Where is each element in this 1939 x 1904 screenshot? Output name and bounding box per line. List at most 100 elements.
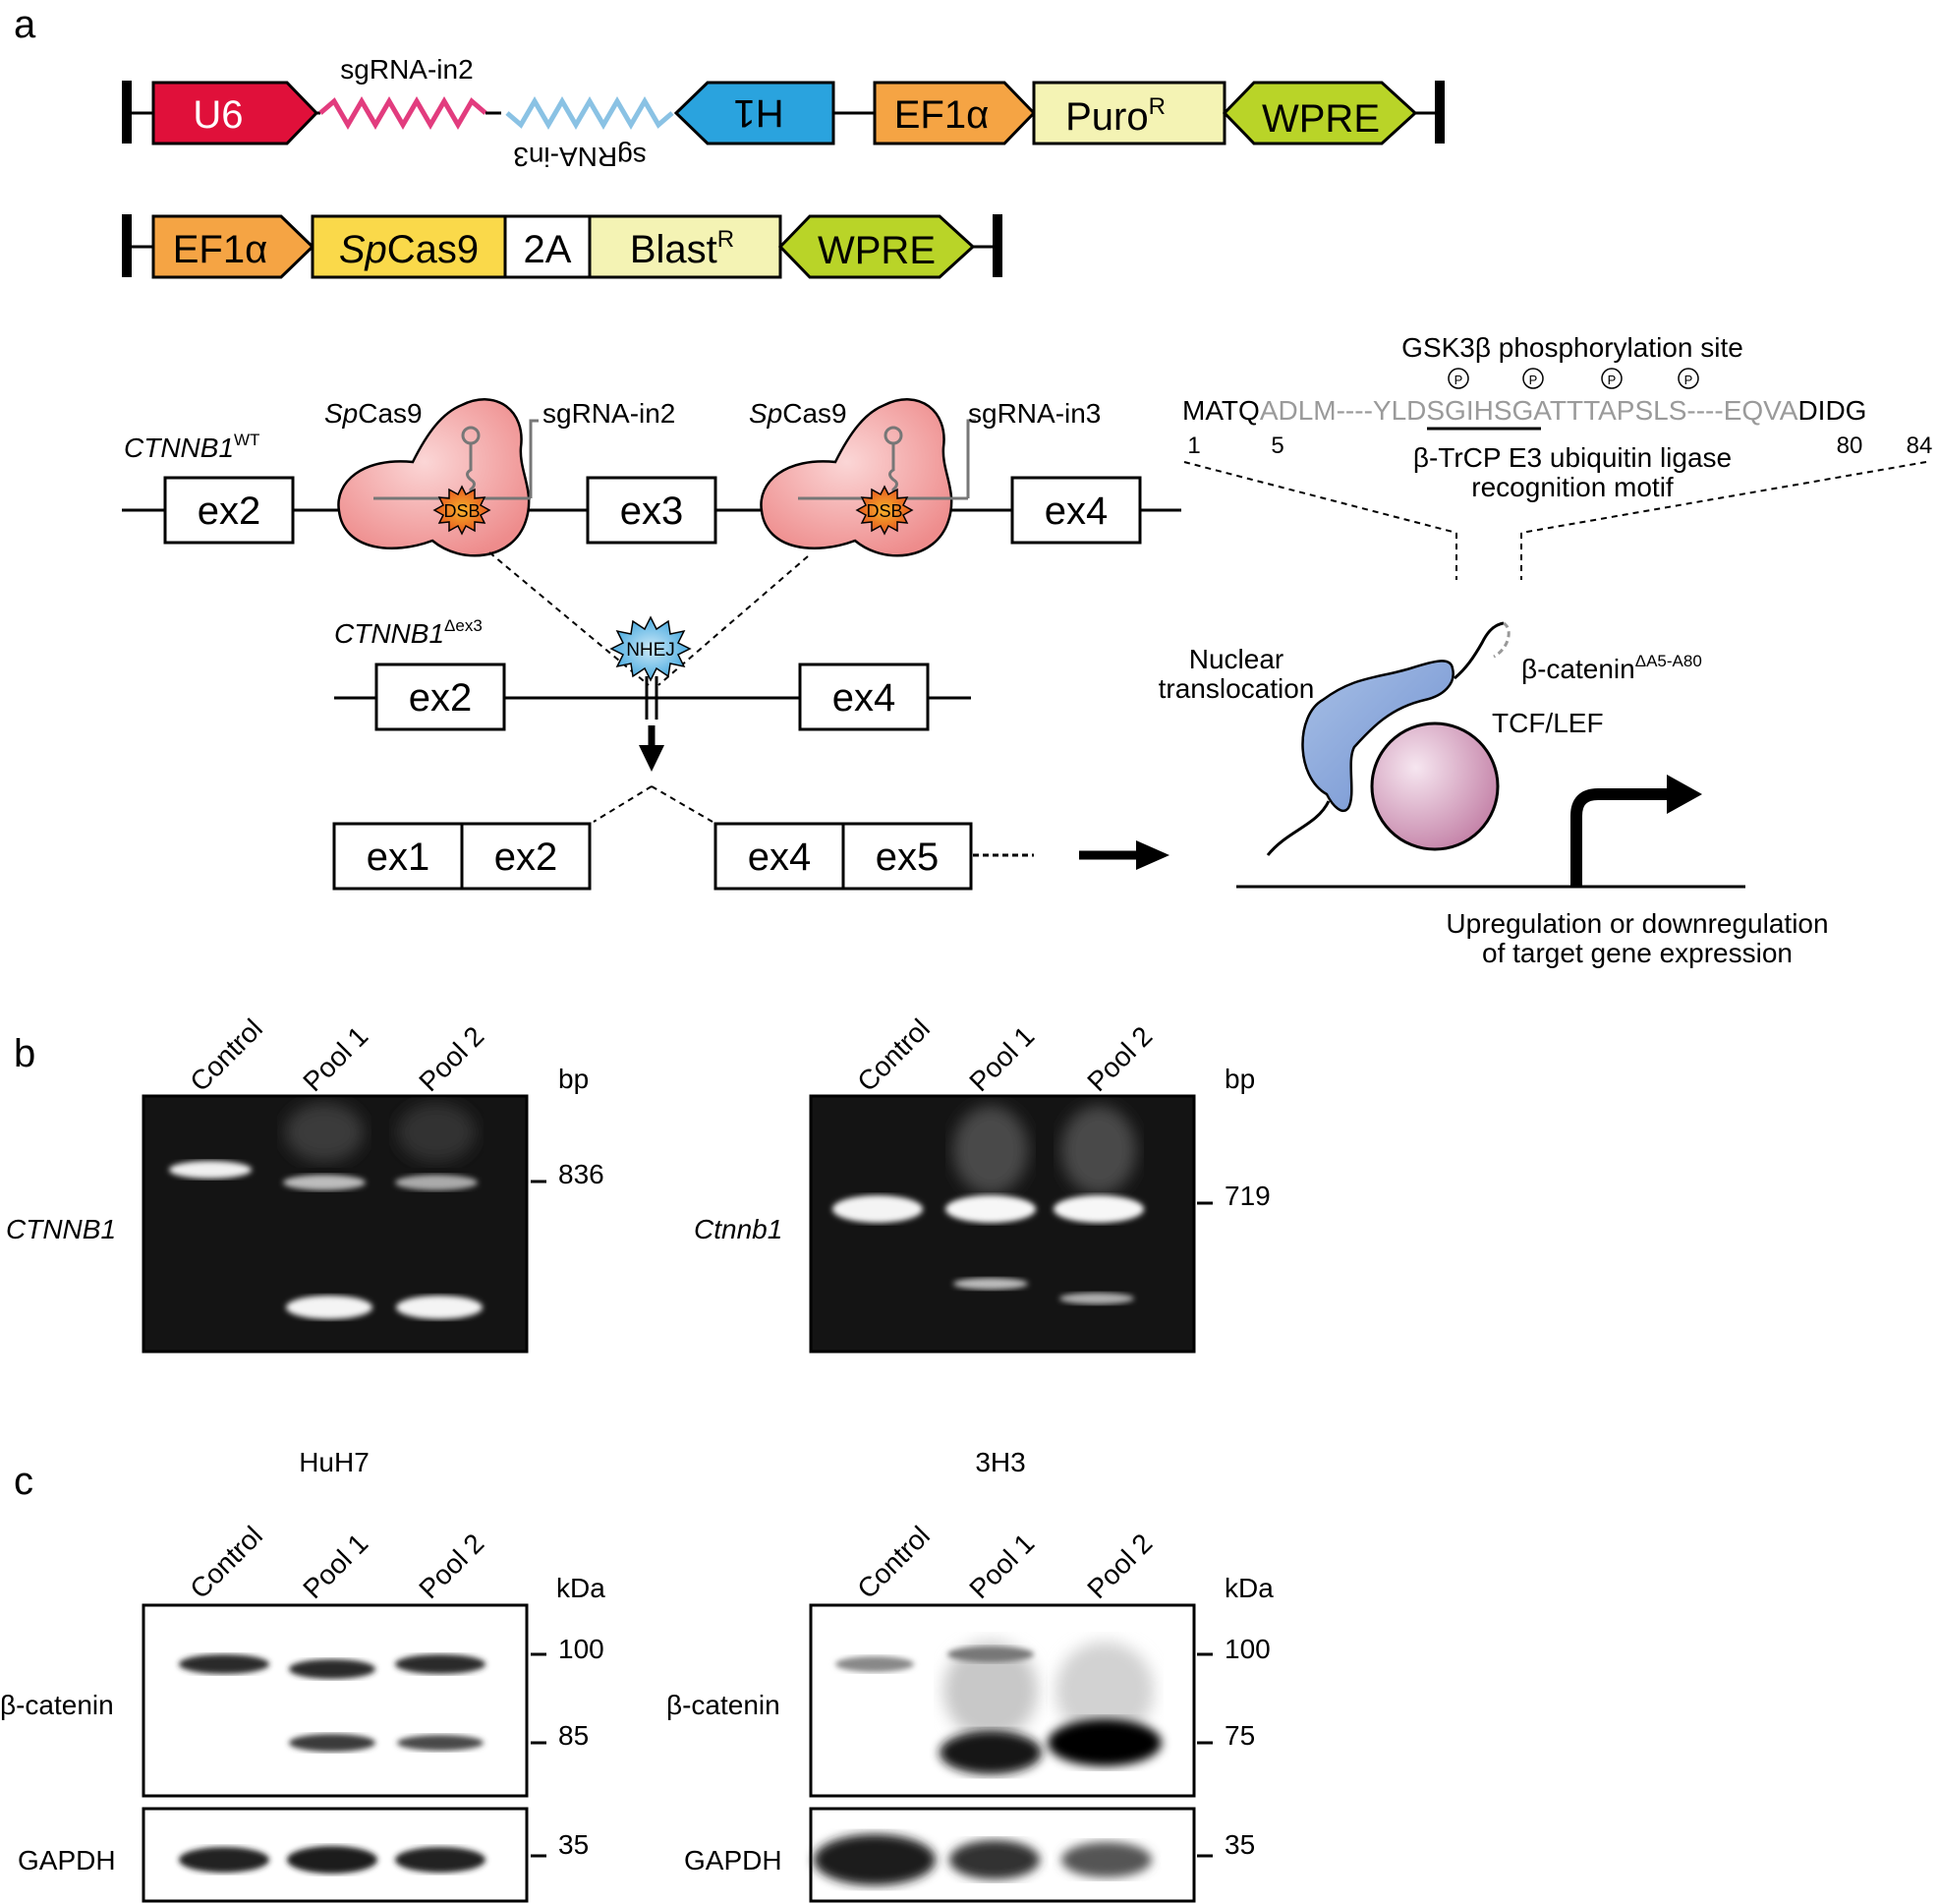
blast-label: BlastR bbox=[630, 226, 734, 271]
blast-gene bbox=[588, 214, 782, 279]
gel-left-band-pool2-upper bbox=[395, 1175, 478, 1190]
blot-left-bcat-label: β-catenin bbox=[0, 1690, 114, 1720]
sgrna-in2-label: sgRNA-in2 bbox=[340, 54, 473, 85]
gel-right-band-pool2-upper bbox=[1054, 1195, 1144, 1223]
exon-2-mrna bbox=[460, 822, 592, 891]
puro-label: PuroR bbox=[1065, 93, 1166, 139]
exon-4-del bbox=[798, 663, 930, 731]
blot-right-bcat-pool1-lower bbox=[940, 1731, 1042, 1774]
exon-4-mrna-label: ex4 bbox=[748, 836, 812, 879]
gel-right: Control Pool 1 Pool 2 bp 719 Ctnnb1 bbox=[694, 1012, 1271, 1354]
sgrna-in3-zigzag bbox=[505, 96, 674, 130]
blot-right-bcat-pool1-upper bbox=[947, 1646, 1034, 1662]
blot-right-marker-1: 100 bbox=[1225, 1634, 1271, 1664]
2a-peptide bbox=[503, 214, 592, 279]
spliced-transcript: ex1 ex2 ex4 ex5 bbox=[332, 822, 1169, 891]
panel-label-a: a bbox=[14, 3, 36, 46]
sgrna-in2-zigzag bbox=[318, 96, 487, 130]
exon-4-del-label: ex4 bbox=[832, 676, 896, 720]
blot-left-gapdh-pool2 bbox=[395, 1847, 485, 1873]
blot-left-bcat-pool1-lower bbox=[289, 1734, 375, 1752]
gel-left-lane-3: Pool 2 bbox=[413, 1020, 489, 1097]
nuclear-line-1: Nuclear bbox=[1189, 644, 1283, 674]
gsk3b-title: GSK3β phosphorylation site bbox=[1401, 332, 1743, 363]
svg-text:P: P bbox=[1454, 373, 1463, 387]
blot-right-gapdh-pool2 bbox=[1061, 1842, 1152, 1877]
construct-2: EF1α SpCas9 2A BlastR WPRE bbox=[122, 214, 1002, 279]
sgrna-in2-gene-label: sgRNA-in2 bbox=[542, 398, 675, 429]
svg-text:P: P bbox=[1608, 373, 1617, 387]
u6-label: U6 bbox=[193, 93, 243, 137]
beta-catenin-mutant-label: β-cateninΔA5-A80 bbox=[1521, 652, 1702, 684]
gel-left-band-pool1-upper bbox=[283, 1175, 366, 1190]
regulation-line-1: Upregulation or downregulation bbox=[1446, 908, 1828, 939]
blot-left-lane-2: Pool 1 bbox=[297, 1528, 373, 1604]
ctnnb1-del-label: CTNNB1Δex3 bbox=[334, 616, 483, 649]
panel-label-b: b bbox=[14, 1032, 35, 1075]
gel-left-lane-2: Pool 1 bbox=[297, 1020, 373, 1097]
gel-left-gene: CTNNB1 bbox=[6, 1214, 116, 1244]
blot-left-marker-1: 100 bbox=[558, 1634, 604, 1664]
gel-right-band-pool1-lower bbox=[953, 1278, 1028, 1290]
blot-left-lane-3: Pool 2 bbox=[413, 1528, 489, 1604]
dsb-starburst-1 bbox=[432, 485, 491, 536]
gel-left-marker: 836 bbox=[558, 1159, 604, 1189]
h1-label: H1 bbox=[733, 91, 783, 135]
exon-4-wt-label: ex4 bbox=[1045, 490, 1109, 533]
dsb-starburst-2 bbox=[855, 485, 914, 536]
blot-left-gapdh-control bbox=[179, 1847, 269, 1873]
gel-right-gene: Ctnnb1 bbox=[694, 1214, 782, 1244]
blot-left-bcat-control bbox=[179, 1654, 269, 1674]
svg-text:P: P bbox=[1529, 373, 1538, 387]
blot-left: HuH7 Control Pool 1 Pool 2 kDa 100 85 β-… bbox=[0, 1447, 605, 1903]
nhej-label: NHEJ bbox=[626, 640, 675, 661]
exon-3-wt bbox=[586, 476, 717, 545]
sgrna-in3-label: sgRNA-in3 bbox=[513, 142, 646, 172]
h1-promoter bbox=[673, 81, 835, 145]
blot-left-kda: kDa bbox=[556, 1573, 605, 1603]
blot-right-bcat-pool2-lower bbox=[1048, 1719, 1162, 1766]
blot-left-bcat-pool1-upper bbox=[289, 1659, 375, 1679]
exon-2-del-label: ex2 bbox=[409, 676, 473, 720]
gel-right-lane-2: Pool 1 bbox=[963, 1020, 1040, 1097]
position-80: 80 bbox=[1837, 433, 1863, 459]
svg-text:P: P bbox=[1684, 373, 1693, 387]
exon-1-mrna bbox=[332, 822, 464, 891]
ctnnb1-wt-locus: CTNNB1WT ex2 ex3 ex4 DSB SpCas9 sgRNA-in… bbox=[122, 398, 1181, 686]
gel-left-bp: bp bbox=[558, 1064, 589, 1094]
ctnnb1-wt-label: CTNNB1WT bbox=[124, 431, 259, 463]
spcas9-label-2: SpCas9 bbox=[749, 398, 847, 429]
exon-2-wt bbox=[163, 476, 295, 545]
blot-right-gapdh-control bbox=[814, 1834, 936, 1885]
blot-left-bcat-pool2-lower bbox=[397, 1735, 484, 1751]
blot-right-marker-3: 35 bbox=[1225, 1829, 1255, 1860]
ef1a-label-1: EF1α bbox=[894, 93, 989, 137]
blot-right-gapdh-label: GAPDH bbox=[684, 1845, 782, 1875]
ef1a-label-2: EF1α bbox=[173, 228, 267, 271]
wpre-label-1: WPRE bbox=[1262, 97, 1380, 141]
gel-left-lane-1: Control bbox=[184, 1012, 268, 1097]
spcas9-label-1: SpCas9 bbox=[324, 398, 423, 429]
dsb-label-1: DSB bbox=[443, 501, 480, 521]
exon-3-wt-label: ex3 bbox=[620, 490, 684, 533]
gel-left: Control Pool 1 Pool 2 bp 836 CTNNB1 bbox=[6, 1012, 604, 1354]
gel-left-band-control bbox=[169, 1161, 252, 1179]
gel-right-bp: bp bbox=[1225, 1064, 1255, 1094]
blot-right-bcat-control bbox=[835, 1656, 914, 1672]
ef1a-promoter-1 bbox=[873, 81, 1037, 145]
ef1a-promoter-2 bbox=[151, 214, 315, 279]
panel-label-c: c bbox=[14, 1460, 33, 1503]
dsb-label-2: DSB bbox=[866, 501, 902, 521]
exon-2-wt-label: ex2 bbox=[198, 490, 261, 533]
construct-1: U6 sgRNA-in2 sgRNA-in3 H1 EF1α PuroR WPR… bbox=[122, 54, 1445, 172]
blot-left-gapdh-label: GAPDH bbox=[18, 1845, 116, 1875]
blot-right-lane-3: Pool 2 bbox=[1081, 1528, 1158, 1604]
nuclear-line-2: translocation bbox=[1159, 673, 1315, 704]
wpre-element-1 bbox=[1222, 81, 1418, 145]
position-5: 5 bbox=[1271, 433, 1283, 459]
protein-sequence: MATQADLM----YLDSGIHSGATTTAPSLS----EQVADI… bbox=[1182, 395, 1866, 426]
blot-left-marker-3: 35 bbox=[558, 1829, 589, 1860]
gel-left-band-pool2-lower bbox=[396, 1296, 483, 1319]
blot-left-bcat-pool2-upper bbox=[395, 1654, 485, 1674]
blot-left-gapdh-pool1 bbox=[287, 1846, 377, 1874]
